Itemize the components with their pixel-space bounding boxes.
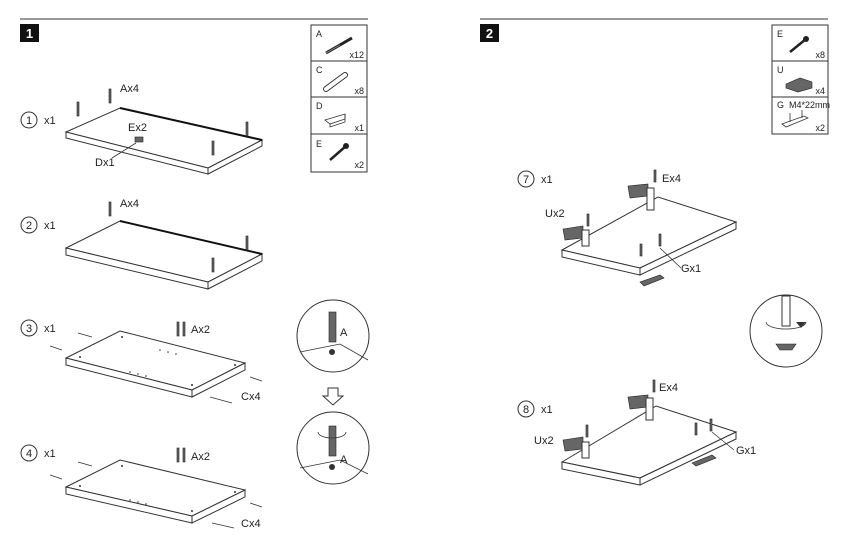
- hinge-bracket-icon: [785, 77, 813, 93]
- substep-1-qty: x1: [44, 115, 56, 127]
- detail-bottom-label: A: [340, 454, 348, 466]
- substep-2: 2 x1 Ax4: [20, 198, 264, 290]
- part-g-spec: M4*22mm: [789, 100, 830, 110]
- substep-7-label-e: Ex4: [662, 173, 681, 185]
- substep-1-number: 1: [26, 115, 32, 127]
- dowel-screw-icon: [325, 36, 353, 55]
- step2-number: 2: [486, 26, 493, 41]
- substep-4-number: 4: [26, 448, 32, 460]
- substep-4-label-a: Ax2: [191, 451, 210, 463]
- substep-3-label-a: Ax2: [191, 324, 210, 336]
- step2-badge: [480, 24, 499, 42]
- substep-3-number: 3: [26, 323, 32, 335]
- substep-4: 4 x1 Ax2 Cx4: [20, 444, 263, 530]
- substep-1-label-e: Ex2: [128, 122, 147, 134]
- l-bracket-icon: [324, 113, 346, 128]
- substep-1-label-a: Ax4: [120, 83, 139, 95]
- step1-number: 1: [26, 26, 33, 41]
- substep-8-label-u: Ux2: [534, 435, 554, 447]
- detail-screw-handle: [749, 294, 823, 368]
- substep-7-qty: x1: [541, 174, 553, 186]
- screw-icon: [329, 143, 349, 161]
- wooden-dowel-icon: [323, 72, 348, 92]
- part-e2-count: x8: [815, 50, 825, 60]
- part-c-letter: C: [316, 65, 323, 75]
- substep-7-label-g: Gx1: [681, 263, 701, 275]
- part-g-count: x2: [815, 123, 825, 133]
- substep-8-label-e: Ex4: [659, 382, 678, 394]
- step1-parts-legend: A x12 C x8 D x1 E x2: [310, 24, 368, 173]
- substep-7-label-u: Ux2: [545, 208, 565, 220]
- part-d-count: x1: [354, 123, 364, 133]
- substep-4-qty: x1: [44, 448, 56, 460]
- detail-tighten-dowel: A: [296, 411, 370, 485]
- substep-8: 8 x1 Ex4 Ux2 Gx1: [517, 379, 756, 486]
- part-d-letter: D: [316, 101, 323, 111]
- part-u-count: x4: [815, 86, 825, 96]
- substep-3: 3 x1 Ax2 Cx4: [20, 319, 263, 404]
- substep-7-number: 7: [523, 174, 529, 186]
- substep-4-label-c: Cx4: [241, 518, 261, 530]
- part-e-count: x2: [354, 160, 364, 170]
- substep-3-label-c: Cx4: [241, 391, 261, 403]
- substep-2-number: 2: [26, 220, 32, 232]
- part-a-count: x12: [349, 50, 364, 60]
- step1-badge: [20, 24, 39, 42]
- arrow-down-icon: [321, 387, 345, 406]
- substep-8-number: 8: [523, 404, 529, 416]
- substep-2-label-a: Ax4: [120, 198, 139, 210]
- substep-1: 1 x1 Ax4 Ex2 Dx1: [20, 83, 264, 175]
- substep-3-qty: x1: [44, 323, 56, 335]
- step2-parts-legend: E x8 U x4 G M4*22mm x2: [771, 24, 830, 135]
- substep-8-qty: x1: [541, 404, 553, 416]
- part-g-letter: G: [777, 100, 784, 110]
- part-a-letter: A: [316, 29, 322, 39]
- part-e2-letter: E: [777, 29, 783, 39]
- substep-7: 7 x1 Ex4 Ux2 Gx1: [517, 169, 738, 287]
- substep-2-qty: x1: [44, 220, 56, 232]
- part-u-letter: U: [777, 65, 784, 75]
- substep-1-label-d: Dx1: [95, 157, 115, 169]
- detail-insert-dowel: A: [296, 299, 370, 373]
- detail-top-label: A: [340, 327, 348, 339]
- part-e-letter: E: [316, 139, 322, 149]
- substep-8-label-g: Gx1: [736, 445, 756, 457]
- screw-icon: [789, 36, 809, 53]
- handle-icon: [781, 110, 809, 128]
- part-c-count: x8: [354, 86, 364, 96]
